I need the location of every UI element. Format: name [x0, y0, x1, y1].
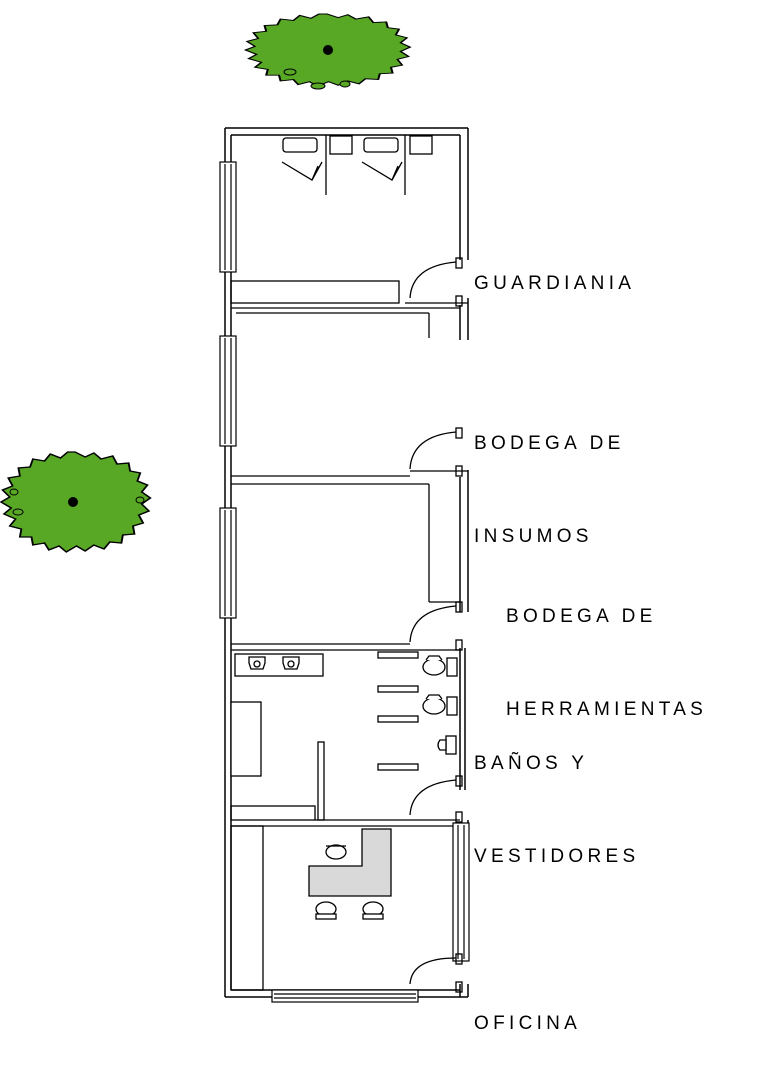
interior-walls	[230, 135, 468, 991]
sink-icon	[230, 653, 324, 777]
room-label-line: BODEGA DE	[474, 433, 625, 454]
tree-icon	[0, 451, 152, 553]
room-label-line: BODEGA DE	[506, 606, 657, 627]
room-label-bodega-insumos: BODEGA DE INSUMOS	[474, 366, 625, 583]
floor-plan	[0, 12, 470, 1003]
room-label-line: HERRAMIENTAS	[506, 699, 708, 720]
room-label-line: GUARDIANIA	[474, 273, 636, 294]
room-label-guardiania: GUARDIANIA	[474, 206, 635, 330]
tree-icon	[244, 12, 412, 90]
room-label-line: VESTIDORES	[474, 846, 640, 867]
bed-icon	[281, 135, 433, 181]
window-icon	[219, 161, 470, 1003]
desk	[308, 828, 392, 897]
room-label-banos-vestidores: BAÑOS Y VESTIDORES	[474, 686, 639, 903]
door-swing-icon	[409, 257, 463, 993]
stall-partitions	[377, 651, 419, 771]
toilet-icon	[422, 655, 458, 755]
room-label-line: OFICINA	[474, 1013, 582, 1034]
room-label-bodega-herramientas: BODEGA DE HERRAMIENTAS	[506, 539, 707, 756]
room-label-line: INSUMOS	[474, 526, 593, 547]
room-label-oficina: OFICINA	[474, 946, 581, 1070]
chair-icon	[315, 844, 384, 920]
room-label-line: BAÑOS Y	[474, 753, 589, 774]
